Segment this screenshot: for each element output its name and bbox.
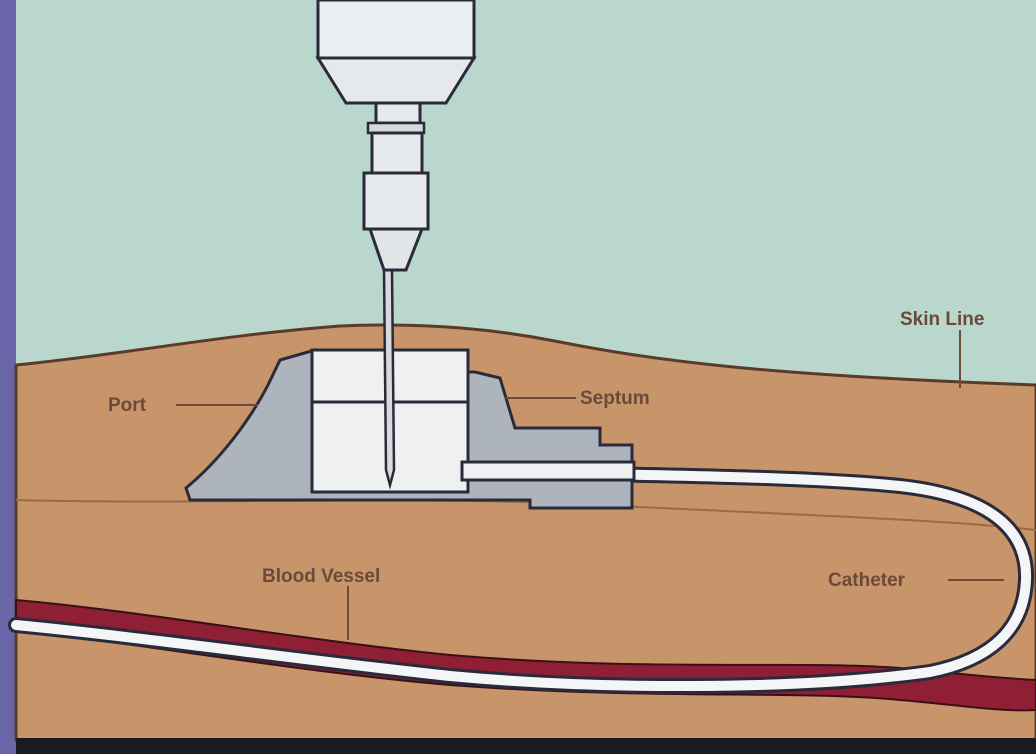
label-catheter: Catheter [828, 570, 906, 591]
hub-upper [372, 133, 422, 173]
bottom-strip [16, 738, 1036, 754]
catheter-outlet [462, 462, 634, 480]
label-septum: Septum [580, 388, 650, 409]
label-blood-vessel: Blood Vessel [262, 566, 380, 587]
syringe-barrel [318, 0, 474, 58]
syringe-neck [376, 103, 420, 123]
label-skin-line: Skin Line [900, 309, 984, 330]
syringe-taper [318, 58, 474, 103]
hub-lower [364, 173, 428, 229]
label-port: Port [108, 395, 147, 416]
needle [384, 270, 394, 485]
